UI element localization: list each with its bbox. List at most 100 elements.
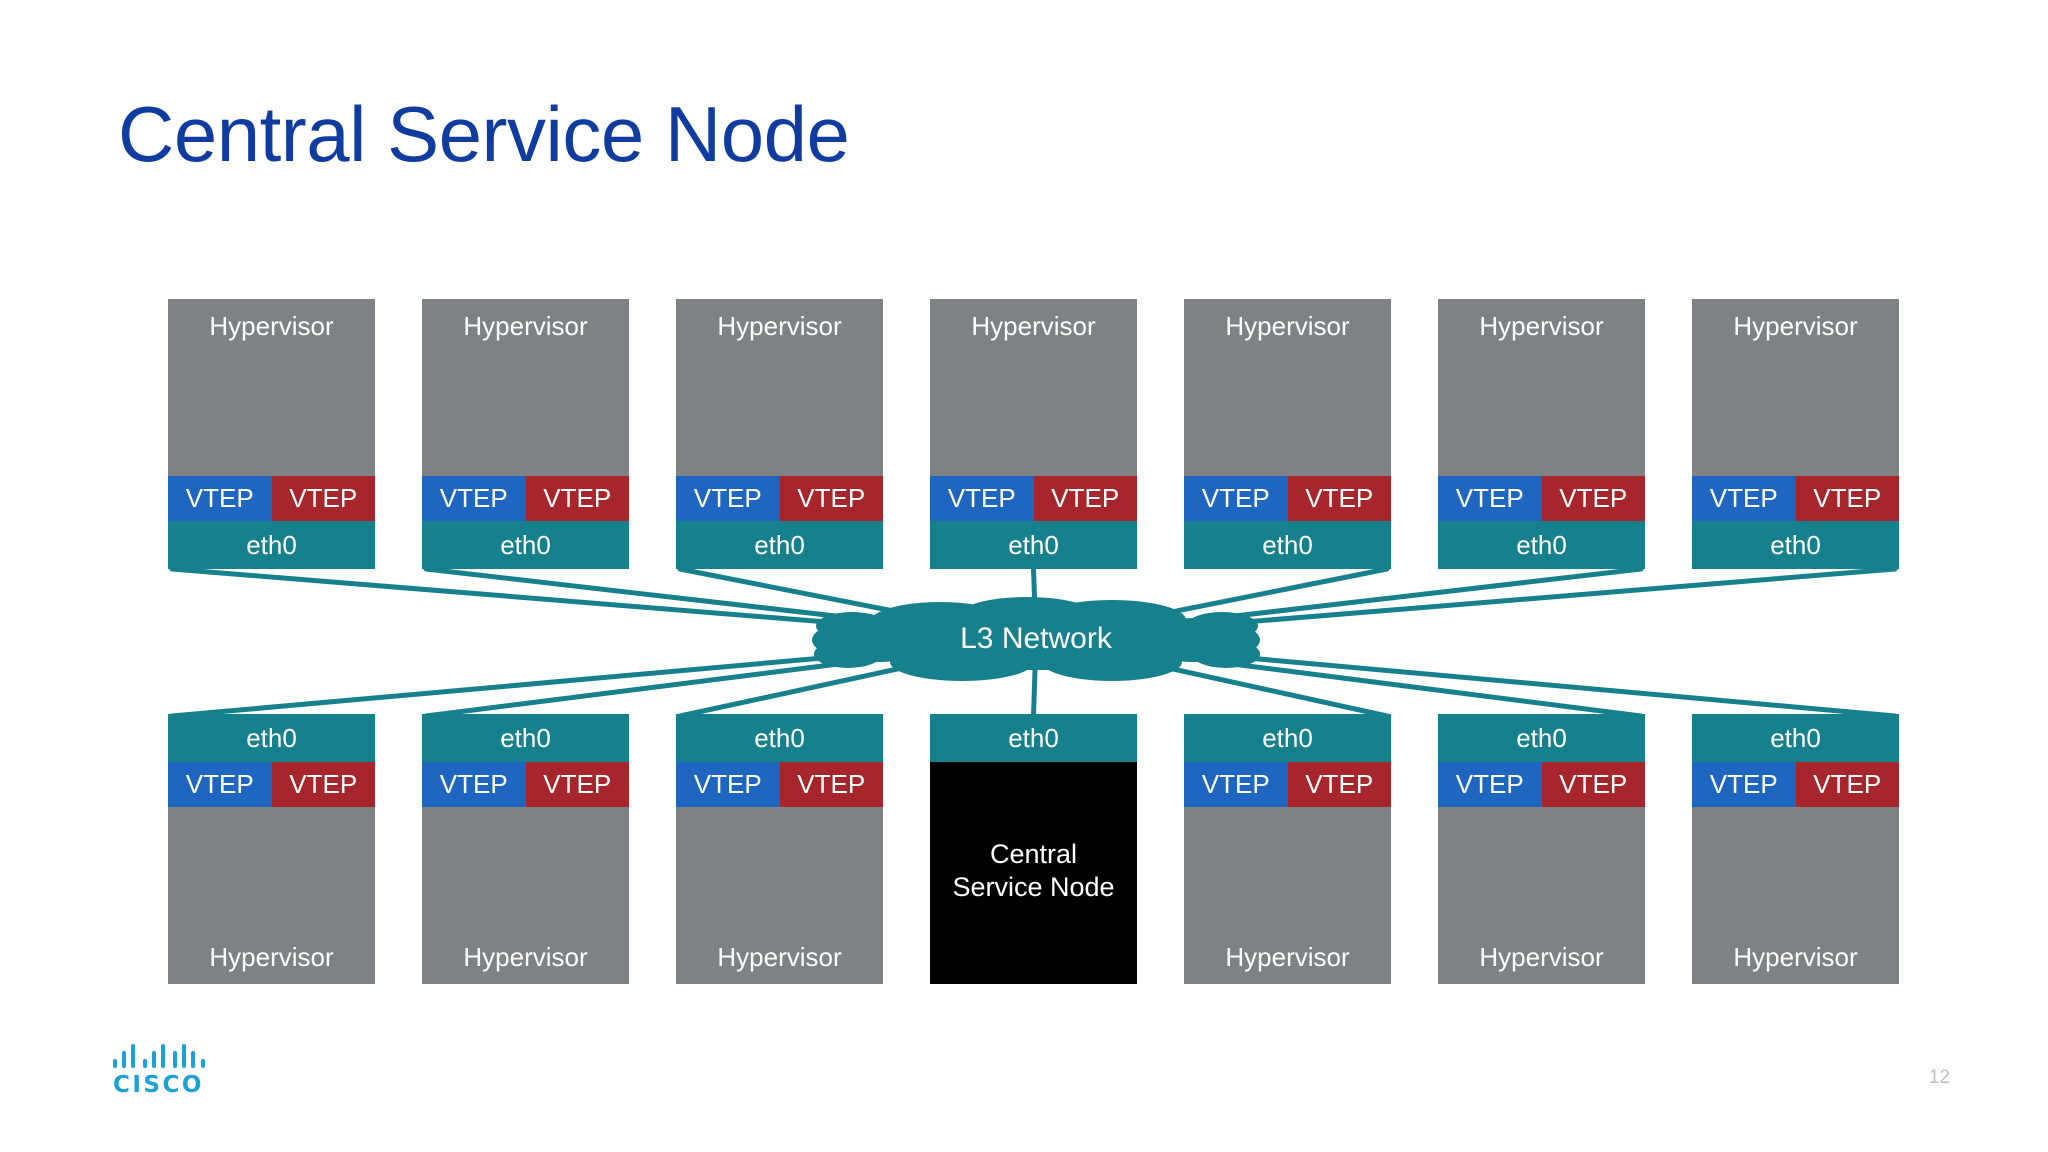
hypervisor-body: Hypervisor <box>1692 807 1899 984</box>
eth0-interface[interactable]: eth0 <box>676 521 883 569</box>
central-service-node-line1: Central <box>989 839 1078 869</box>
vtep-red[interactable]: VTEP <box>1541 476 1645 521</box>
hypervisor-body: Hypervisor <box>168 807 375 984</box>
eth0-interface[interactable]: eth0 <box>1438 521 1645 569</box>
hypervisor-body: Hypervisor <box>930 299 1137 476</box>
vtep-red[interactable]: VTEP <box>1287 476 1391 521</box>
eth0-interface[interactable]: eth0 <box>1438 714 1645 762</box>
l3-network-label: L3 Network <box>960 622 1112 655</box>
eth0-interface[interactable]: eth0 <box>168 521 375 569</box>
vtep-red[interactable]: VTEP <box>525 762 629 807</box>
vtep-red[interactable]: VTEP <box>779 476 883 521</box>
cisco-logo: CISCO <box>113 1044 209 1100</box>
vtep-blue[interactable]: VTEP <box>1438 762 1542 807</box>
hypervisor-body: Hypervisor <box>1184 299 1391 476</box>
vtep-red[interactable]: VTEP <box>525 476 629 521</box>
page-number: 12 <box>1928 1067 1950 1088</box>
hypervisor-label: Hypervisor <box>1479 311 1604 341</box>
vtep-blue[interactable]: VTEP <box>676 476 780 521</box>
cisco-wordmark: CISCO <box>113 1072 204 1098</box>
hypervisor-body: Hypervisor <box>676 299 883 476</box>
vtep-blue[interactable]: VTEP <box>1692 762 1796 807</box>
hypervisor-label: Hypervisor <box>463 311 588 341</box>
vtep-red[interactable]: VTEP <box>271 762 375 807</box>
eth0-interface[interactable]: eth0 <box>930 714 1137 762</box>
hypervisor-body: Hypervisor <box>422 299 629 476</box>
vtep-blue[interactable]: VTEP <box>1184 476 1288 521</box>
hypervisor-label: Hypervisor <box>209 942 334 972</box>
hypervisor-label: Hypervisor <box>971 311 1096 341</box>
hypervisor-label: Hypervisor <box>463 942 588 972</box>
vtep-blue[interactable]: VTEP <box>1692 476 1796 521</box>
eth0-interface[interactable]: eth0 <box>676 714 883 762</box>
vtep-red[interactable]: VTEP <box>1033 476 1137 521</box>
vtep-blue[interactable]: VTEP <box>168 762 272 807</box>
eth0-interface[interactable]: eth0 <box>1184 714 1391 762</box>
hypervisor-label: Hypervisor <box>1733 311 1858 341</box>
page-title: Central Service Node <box>118 90 850 178</box>
hypervisor-label: Hypervisor <box>1225 942 1350 972</box>
hypervisor-label: Hypervisor <box>1479 942 1604 972</box>
vtep-red[interactable]: VTEP <box>1287 762 1391 807</box>
hypervisor-body: Hypervisor <box>1438 807 1645 984</box>
eth0-interface[interactable]: eth0 <box>1184 521 1391 569</box>
hypervisor-body: Hypervisor <box>168 299 375 476</box>
vtep-blue[interactable]: VTEP <box>1184 762 1288 807</box>
eth0-interface[interactable]: eth0 <box>168 714 375 762</box>
cisco-bridge-icon <box>113 1044 209 1068</box>
eth0-interface[interactable]: eth0 <box>422 714 629 762</box>
vtep-blue[interactable]: VTEP <box>168 476 272 521</box>
eth0-interface[interactable]: eth0 <box>1692 521 1899 569</box>
vtep-red[interactable]: VTEP <box>1795 762 1899 807</box>
hypervisor-label: Hypervisor <box>1225 311 1350 341</box>
vtep-blue[interactable]: VTEP <box>422 762 526 807</box>
vtep-red[interactable]: VTEP <box>1541 762 1645 807</box>
eth0-interface[interactable]: eth0 <box>1692 714 1899 762</box>
hypervisor-label: Hypervisor <box>209 311 334 341</box>
hypervisor-body: Hypervisor <box>422 807 629 984</box>
eth0-interface[interactable]: eth0 <box>422 521 629 569</box>
hypervisor-label: Hypervisor <box>717 311 842 341</box>
vtep-blue[interactable]: VTEP <box>930 476 1034 521</box>
vtep-red[interactable]: VTEP <box>271 476 375 521</box>
vtep-blue[interactable]: VTEP <box>1438 476 1542 521</box>
hypervisor-body: Hypervisor <box>1692 299 1899 476</box>
hypervisor-body: Hypervisor <box>1438 299 1645 476</box>
eth0-interface[interactable]: eth0 <box>930 521 1137 569</box>
vtep-red[interactable]: VTEP <box>779 762 883 807</box>
vtep-red[interactable]: VTEP <box>1795 476 1899 521</box>
vtep-blue[interactable]: VTEP <box>422 476 526 521</box>
central-service-node-line2: Service Node <box>952 872 1115 902</box>
vtep-blue[interactable]: VTEP <box>676 762 780 807</box>
l3-network-cloud-icon <box>812 597 1260 681</box>
